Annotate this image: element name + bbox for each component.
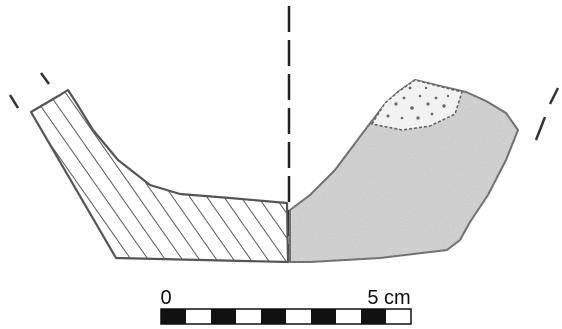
scale-bar-segment xyxy=(236,309,261,324)
section-profile-hatched xyxy=(29,88,290,264)
damaged-surface-patch xyxy=(370,79,464,131)
scale-start-label: 0 xyxy=(160,287,171,309)
rim-extension-marks-left xyxy=(8,72,51,109)
scale-bar-segment xyxy=(186,309,211,324)
scale-bar-segment xyxy=(261,309,286,324)
scale-bar-segment xyxy=(311,309,336,324)
scale-bar-segment xyxy=(361,309,386,324)
scale-bar xyxy=(160,308,412,325)
scale-bar-segment xyxy=(161,309,186,324)
damaged-surface-speckles xyxy=(386,86,450,120)
rim-extension-marks-right xyxy=(534,87,560,141)
scale-bar-segment xyxy=(211,309,236,324)
scale-end-label: 5 cm xyxy=(367,287,410,309)
scale-bar-frame xyxy=(160,308,412,325)
scale-bar-segment xyxy=(336,309,361,324)
scale-bar-segment xyxy=(386,309,411,324)
exterior-surface-view xyxy=(289,79,519,263)
scale-bar-segment xyxy=(286,309,311,324)
